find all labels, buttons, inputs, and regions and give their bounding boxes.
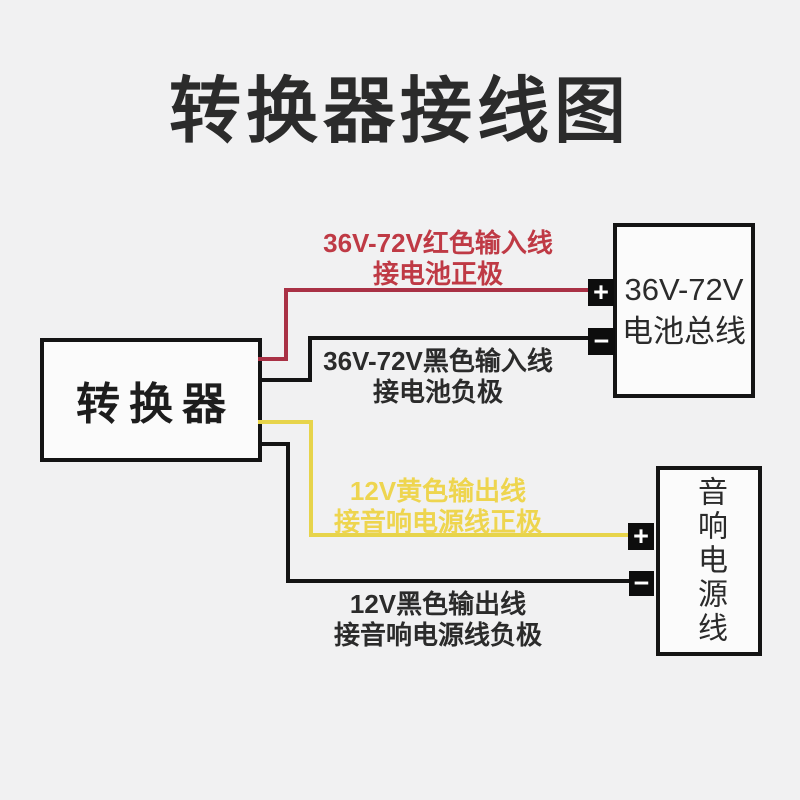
audio-power-label: 音响电源线 — [693, 476, 726, 646]
audio-plus-terminal: + — [628, 523, 654, 550]
battery-box: 36V-72V 电池总线 — [613, 223, 755, 398]
black-input-wire-segment — [308, 336, 312, 382]
red-wire-segment — [284, 288, 590, 292]
audio-minus-terminal: − — [629, 568, 654, 598]
yellow-wire-segment — [258, 420, 313, 424]
wire-label-line1: 12V黑色输出线 — [349, 589, 527, 619]
yellow-output-wire-label: 12V黄色输出线 接音响电源线正极 — [297, 476, 579, 538]
wire-label-line2: 接音响电源线负极 — [333, 620, 542, 650]
yellow-wire-segment — [309, 420, 313, 537]
wire-label-line1: 36V-72V黑色输入线 — [323, 346, 553, 376]
battery-plus-terminal: + — [588, 279, 614, 306]
red-wire-segment — [258, 357, 288, 361]
audio-power-box: 音响电源线 — [656, 466, 762, 656]
black-output-wire-segment — [286, 442, 290, 583]
plus-icon: + — [593, 277, 609, 307]
plus-icon: + — [633, 521, 649, 551]
diagram-title: 转换器接线图 — [168, 72, 631, 152]
wire-label-line1: 12V黄色输出线 — [349, 476, 527, 506]
black-input-wire-segment — [258, 378, 312, 382]
wire-label-line1: 36V-72V红色输入线 — [323, 228, 553, 258]
battery-box-text: 36V-72V 电池总线 — [622, 269, 746, 353]
wire-label-line2: 接电池负极 — [372, 377, 503, 407]
converter-label: 转换器 — [76, 380, 235, 429]
yellow-wire-segment — [309, 533, 630, 537]
black-output-wire-label: 12V黑色输出线 接音响电源线负极 — [297, 589, 579, 651]
battery-bus-text: 电池总线 — [622, 313, 746, 349]
wire-label-line2: 接电池正极 — [372, 259, 503, 289]
black-input-wire-segment — [308, 336, 590, 340]
minus-icon: − — [633, 568, 650, 598]
converter-box: 转换器 — [40, 338, 262, 462]
minus-icon: − — [593, 326, 610, 356]
red-wire-segment — [284, 288, 288, 361]
battery-voltage-text: 36V-72V — [624, 271, 744, 307]
black-output-wire-segment — [258, 442, 290, 446]
wire-label-line2: 接音响电源线正极 — [333, 507, 542, 537]
black-input-wire-label: 36V-72V黑色输入线 接电池负极 — [297, 346, 579, 408]
battery-minus-terminal: − — [588, 328, 615, 355]
red-input-wire-label: 36V-72V红色输入线 接电池正极 — [297, 228, 579, 290]
black-output-wire-segment — [286, 579, 632, 583]
